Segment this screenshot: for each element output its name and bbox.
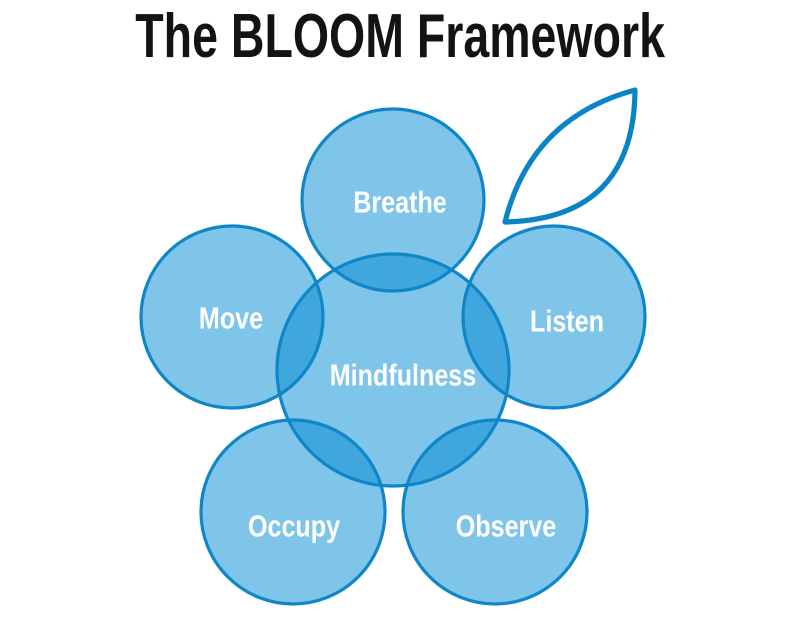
label-listen: Listen [530, 303, 604, 339]
move-circle-outline [139, 224, 325, 410]
title-row: The BLOOM Framework [0, 6, 800, 68]
occupy-circle [201, 420, 385, 604]
label-observe: Observe [455, 508, 557, 544]
page-title-text: The BLOOM Framework [135, 2, 665, 71]
breathe-circle-outline [300, 107, 486, 293]
breathe-circle [302, 109, 484, 291]
observe-circle-outline [401, 418, 589, 606]
mindfulness-circle-outline [275, 252, 511, 488]
label-occupy: Occupy [247, 508, 341, 544]
observe-circle [403, 420, 587, 604]
circle-fills-group [141, 109, 645, 604]
label-breathe: Breathe [353, 184, 447, 220]
circle-outlines-group [139, 107, 647, 606]
page-title: The BLOOM Framework [0, 6, 800, 68]
label-move: Move [198, 300, 264, 336]
label-mindfulness: Mindfulness [329, 357, 477, 393]
circle-fills-opacity-group [141, 109, 645, 604]
occupy-circle-outline [199, 418, 387, 606]
leaf-icon [502, 87, 638, 225]
listen-circle-outline [461, 224, 647, 410]
mindfulness-circle [277, 254, 509, 486]
